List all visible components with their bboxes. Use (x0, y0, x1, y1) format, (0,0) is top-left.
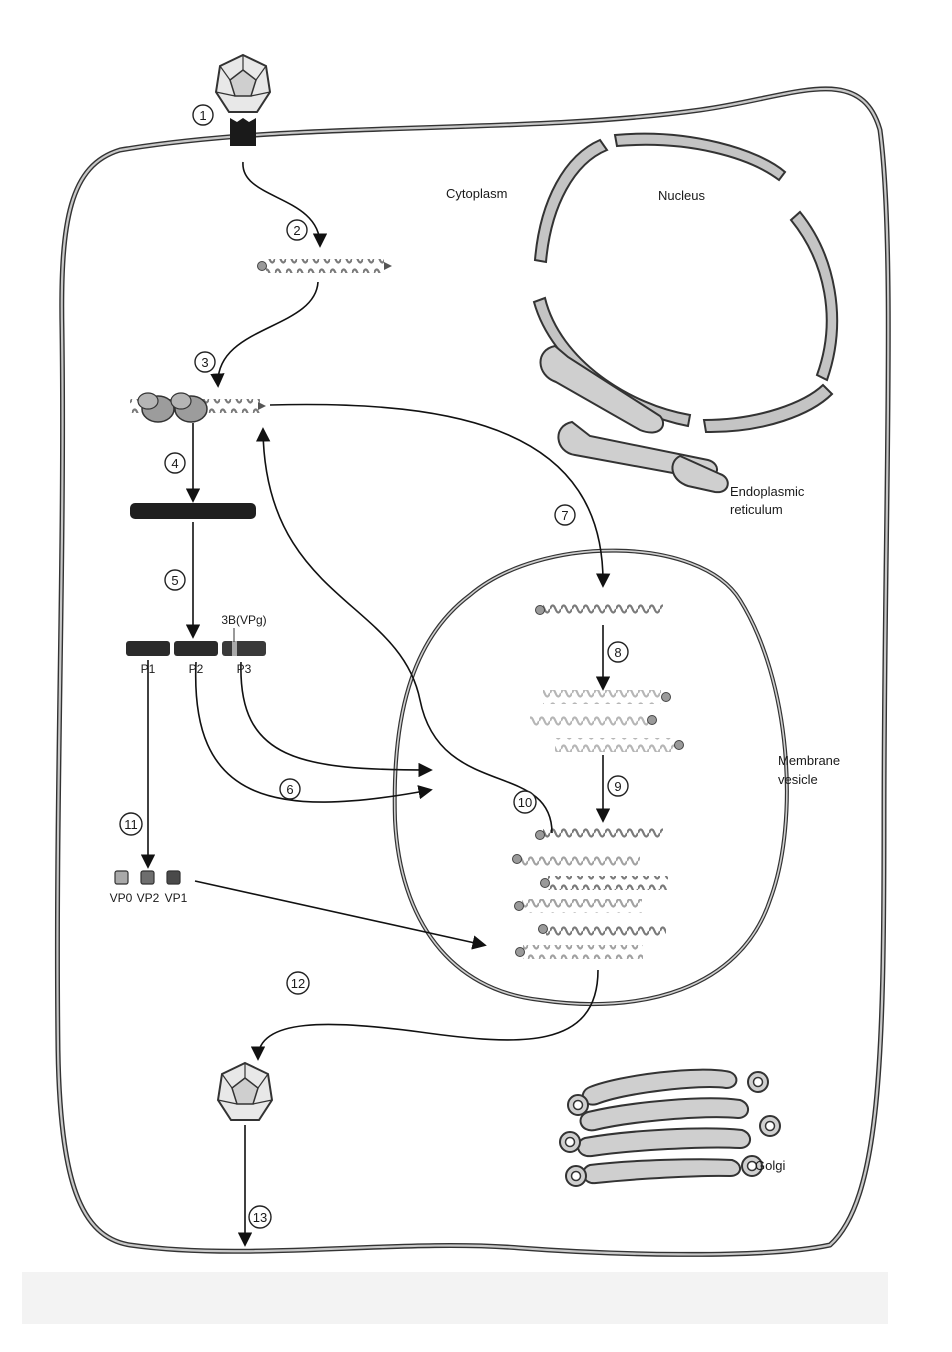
step-3-label: 3 (201, 355, 208, 370)
membrane-vesicle-inner (393, 549, 788, 1005)
step-2-label: 2 (293, 223, 300, 238)
receptor-icon (230, 118, 256, 146)
endoplasmic-reticulum (539, 344, 729, 494)
step-9-label: 9 (614, 779, 621, 794)
nucleus-label: Nucleus (658, 188, 705, 203)
vp0-label: VP0 (110, 891, 133, 905)
vp2-label: VP2 (137, 891, 160, 905)
vpg-label: 3B(VPg) (221, 613, 266, 627)
cell-membrane-inner (56, 87, 890, 1256)
step-5-label: 5 (171, 573, 178, 588)
step-4-label: 4 (171, 456, 178, 471)
step-7-label: 7 (561, 508, 568, 523)
step-labels: 1 2 3 4 5 6 7 8 9 10 11 12 13 (124, 108, 621, 1225)
pathway-arrows (140, 161, 611, 1247)
precursor-proteins (126, 628, 266, 656)
p1-segment (126, 641, 170, 656)
vp2-square (140, 870, 155, 885)
step-13-label: 13 (253, 1210, 267, 1225)
step-8-label: 8 (614, 645, 621, 660)
nucleus (532, 132, 839, 434)
polyprotein-bar (130, 503, 256, 519)
step-12-label: 12 (291, 976, 305, 991)
p2-label: P2 (189, 662, 204, 676)
ribosomes-translating-rna (130, 392, 266, 423)
p3-segment (222, 641, 266, 656)
step-markers (119, 104, 629, 1229)
cytoplasm-label: Cytoplasm (446, 186, 507, 201)
vesicle-rna-strands (512, 603, 684, 959)
membrane-vesicle (392, 548, 789, 1007)
p1-label: P1 (141, 662, 156, 676)
membrane-vesicle-label-line2: vesicle (778, 772, 818, 787)
virion-released-icon (216, 1061, 274, 1121)
footer-band (22, 1272, 888, 1324)
p3-label: P3 (237, 662, 252, 676)
er-label-line2: reticulum (730, 502, 783, 517)
step-11-label: 11 (124, 817, 138, 832)
golgi-vesicle-centres (564, 1076, 776, 1182)
p2-segment (174, 641, 218, 656)
vp1-label: VP1 (165, 891, 188, 905)
viral-rna-genome (257, 259, 392, 273)
step-6-label: 6 (286, 782, 293, 797)
step-1-label: 1 (199, 108, 206, 123)
capsid-proteins (114, 870, 181, 885)
vp1-square (166, 870, 181, 885)
golgi-label: Golgi (755, 1158, 785, 1173)
membrane-vesicle-label-line1: Membrane (778, 753, 840, 768)
step-10-label: 10 (518, 795, 532, 810)
golgi (559, 1068, 781, 1187)
vp0-square (114, 870, 129, 885)
virion-entering-icon (214, 53, 272, 113)
er-label-line1: Endoplasmic (730, 484, 805, 499)
vpg-segment (232, 641, 237, 656)
